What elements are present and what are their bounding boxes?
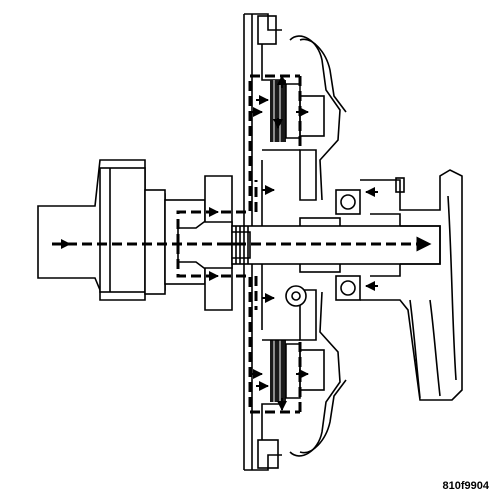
figure-id-label: 810f9904 [442,480,490,492]
clutch-pack-lower [270,340,301,402]
flow-arrows [58,75,378,411]
clutch-pack-upper [270,80,301,142]
pump-housing [360,169,463,401]
impeller-shell [261,35,347,457]
